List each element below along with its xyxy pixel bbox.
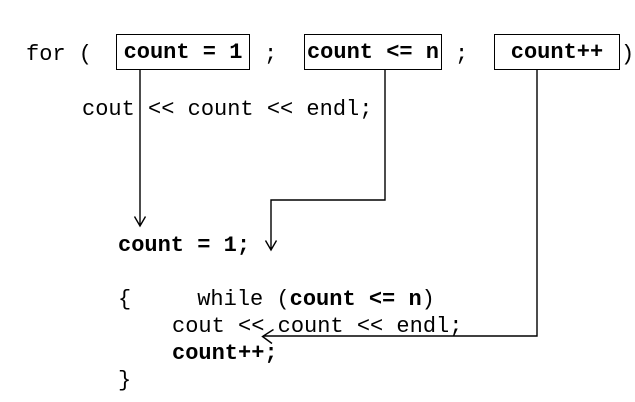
statement-separator-1: ; xyxy=(264,42,278,67)
init-expression-box: count = 1 xyxy=(116,34,250,70)
while-init-line: count = 1; xyxy=(118,233,251,258)
for-loop-body-line: cout << count << endl; xyxy=(82,97,373,122)
init-expression: count = 1 xyxy=(123,39,243,65)
close-brace-line: } xyxy=(118,368,132,393)
for-keyword: for ( xyxy=(26,42,93,67)
condition-expression-box: count <= n xyxy=(304,34,442,70)
while-keyword: while ( xyxy=(197,287,290,312)
condition-expression: count <= n xyxy=(306,39,440,65)
init-arrow xyxy=(133,70,147,228)
while-header-line: while (count <= n) xyxy=(118,259,462,312)
increment-expression: count++ xyxy=(510,39,604,65)
for-close-paren: ) xyxy=(621,42,635,67)
while-body-line: cout << count << endl; xyxy=(172,314,463,339)
increment-expression-box: count++ xyxy=(494,34,620,70)
while-increment-line: count++; xyxy=(172,341,278,366)
open-brace-line: { xyxy=(118,287,132,312)
statement-separator-2: ; xyxy=(455,42,469,67)
while-close-paren: ) xyxy=(421,287,435,312)
while-loop-block: count = 1; while (count <= n) { cout << … xyxy=(118,232,462,394)
while-condition: count <= n xyxy=(289,287,422,312)
